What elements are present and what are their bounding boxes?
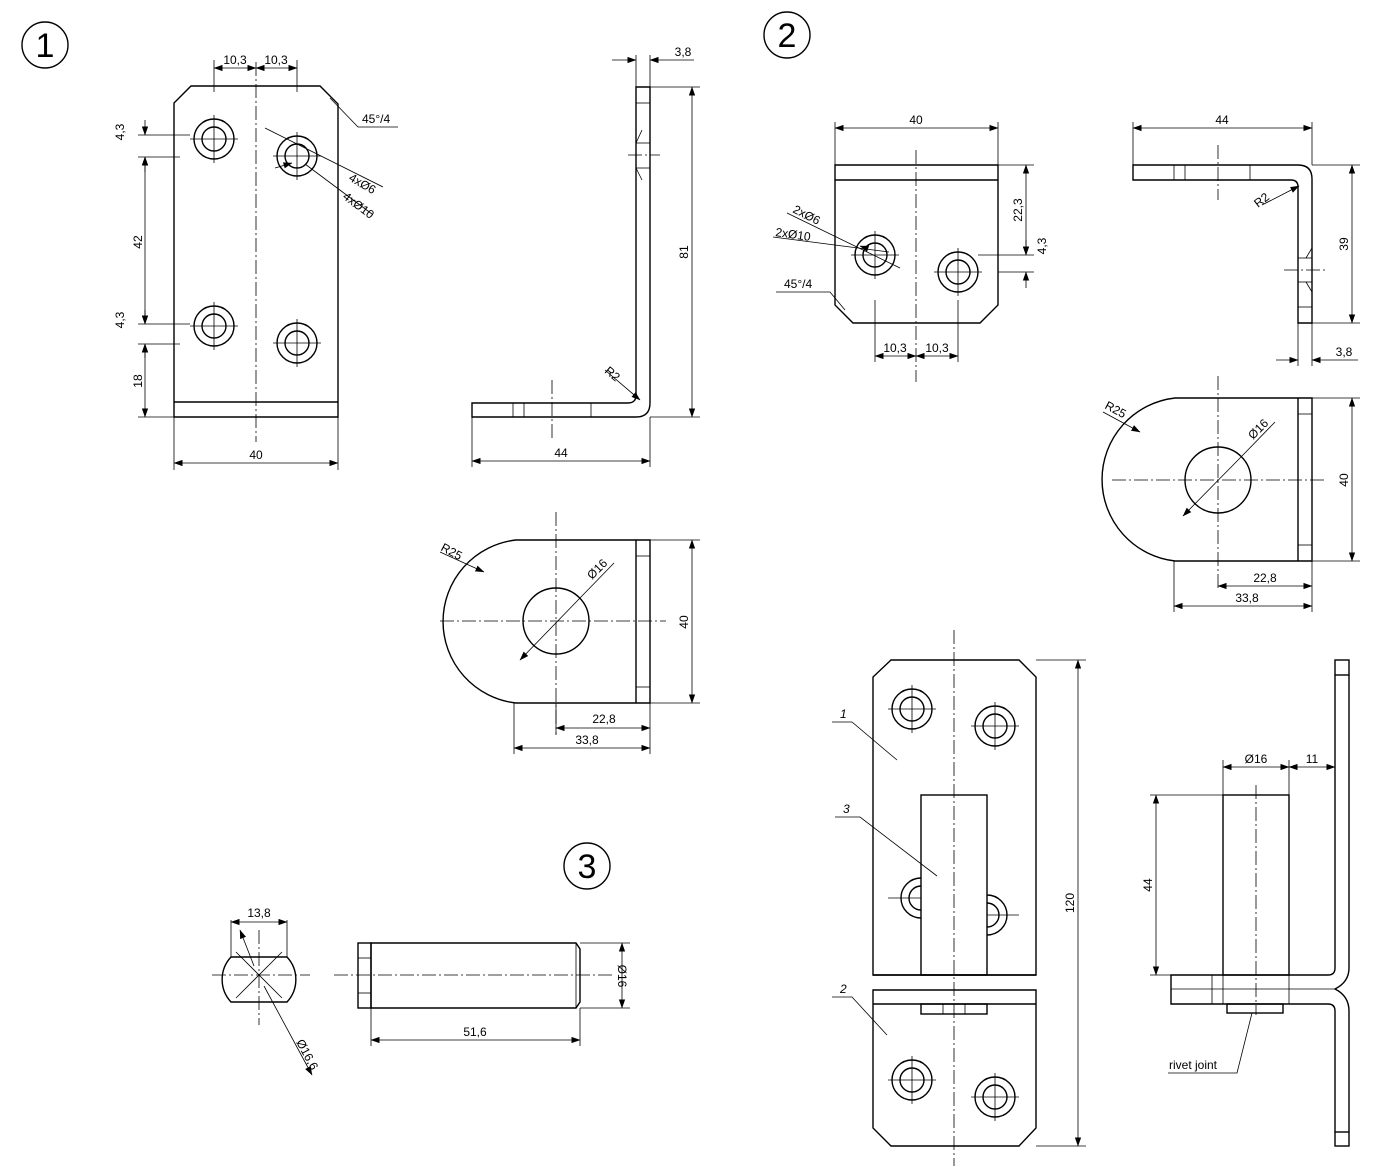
part1-hole [273, 132, 321, 180]
assembly-front-view: 1 3 2 120 [832, 630, 1086, 1166]
dim-label: 51,6 [463, 1025, 487, 1039]
part3-label: 3 [563, 842, 611, 890]
dim-label: R25 [439, 540, 465, 563]
dim-label: 4,3 [113, 311, 127, 328]
assembly-hole [971, 1073, 1019, 1121]
dim-label: 10,3 [223, 53, 247, 67]
dim-label: R2 [602, 364, 623, 385]
part1-side-view: 3,8 81 R2 44 [471, 45, 700, 467]
dim-label: Ø16 [1245, 752, 1268, 766]
assembly-hole [986, 894, 1019, 936]
assembly-side-view: Ø16 11 44 rivet joint [1141, 659, 1350, 1147]
dim-label: Ø16 [615, 965, 629, 988]
dim-label: 33,8 [1235, 591, 1259, 605]
dim-label: 11 [1306, 752, 1319, 766]
part1-top-view: R25 Ø16 40 22,8 33,8 [439, 512, 700, 754]
dim-label: 13,8 [247, 906, 271, 920]
part2-hole [851, 231, 899, 279]
part3-end-view: 13,8 Ø16,6 [212, 906, 321, 1076]
rivet-joint-note: rivet joint [1169, 1058, 1218, 1072]
assembly-hole [888, 685, 936, 733]
dim-label: 3,8 [675, 45, 692, 59]
dim-label: 40 [909, 113, 923, 127]
callout-label: 2 [839, 982, 847, 996]
dim-label: Ø16 [584, 556, 610, 582]
dim-label: 44 [1215, 113, 1229, 127]
dim-label: 45°/4 [784, 277, 812, 291]
dim-label: 44 [554, 446, 568, 460]
dim-label: 33,8 [575, 733, 599, 747]
dim-label: 22,3 [1011, 198, 1025, 222]
part3-side-view: Ø16 51,6 [334, 942, 630, 1046]
dim-label: Ø16,6 [293, 1037, 321, 1073]
dim-label: 22,8 [592, 712, 616, 726]
svg-text:2: 2 [778, 17, 797, 55]
dim-label: 10,3 [883, 341, 907, 355]
assembly-hole [888, 877, 922, 919]
dim-label: 2xØ6 [791, 202, 823, 228]
dim-label: 42 [131, 235, 145, 249]
dim-label: 39 [1337, 237, 1351, 251]
part1-front-view: 10,3 10,3 45°/4 4xØ6 4xØ10 4,3 42 4,3 18… [113, 53, 398, 470]
callout-label: 3 [843, 802, 850, 816]
part1-hole [273, 319, 321, 367]
dim-label: 4,3 [113, 123, 127, 140]
assembly-hole [971, 702, 1019, 750]
dim-label: 4,3 [1035, 237, 1049, 254]
dim-label: R25 [1103, 398, 1129, 421]
dim-label: 18 [131, 374, 145, 388]
dim-label: 3,8 [1336, 345, 1353, 359]
part2-front-view: 40 22,3 4,3 2xØ6 2xØ10 45°/4 10,3 10,3 [772, 113, 1049, 382]
part2-label: 2 [763, 11, 811, 59]
dim-label: 40 [677, 615, 691, 629]
dim-label: 10,3 [925, 341, 949, 355]
dim-label: 45°/4 [362, 112, 390, 126]
svg-text:1: 1 [36, 27, 55, 65]
dim-label: 120 [1063, 893, 1077, 913]
dim-label: Ø16 [1245, 416, 1271, 442]
part1-label: 1 [21, 21, 69, 69]
dim-label: 22,8 [1253, 571, 1277, 585]
part2-hole [934, 248, 982, 296]
part1-hole [190, 302, 238, 350]
dim-label: 2xØ10 [775, 225, 812, 244]
callout-label: 1 [840, 707, 847, 721]
dim-label: 10,3 [264, 53, 288, 67]
svg-text:3: 3 [578, 848, 597, 886]
dim-label: 81 [677, 245, 691, 259]
part2-side-view: 44 R2 39 3,8 [1132, 113, 1360, 366]
part2-top-view: R25 Ø16 40 22,8 33,8 [1101, 376, 1360, 612]
assembly-hole [888, 1056, 936, 1104]
dim-label: 44 [1141, 878, 1155, 892]
dim-label: 40 [1337, 473, 1351, 487]
dim-label: R2 [1251, 190, 1272, 211]
part1-hole [190, 115, 238, 163]
dim-label: 40 [249, 448, 263, 462]
